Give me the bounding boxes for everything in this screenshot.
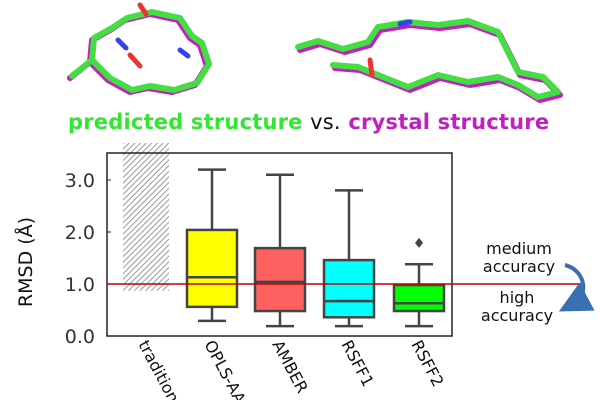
x-tick-label: OPLS-AA — [200, 337, 249, 400]
y-tick-label: 0.0 — [65, 326, 95, 348]
plot-frame — [106, 152, 453, 337]
box-traditional-hatched — [123, 143, 169, 291]
caption-vs: vs. — [310, 110, 341, 134]
box-RSFF1 — [322, 258, 376, 319]
curved-arrow-icon — [558, 263, 595, 312]
y-tick-label: 2.0 — [65, 222, 95, 244]
structure-caption: predicted structure vs. crystal structur… — [68, 110, 549, 134]
x-tick-label: RSFF1 — [337, 337, 377, 390]
molecule-left — [67, 2, 212, 95]
y-axis-label: RMSD (Å) — [14, 217, 37, 307]
outlier-RSFF2 — [415, 237, 423, 248]
x-tick-label: traditional — [134, 337, 189, 400]
label-medium-accuracy-2: accuracy — [483, 257, 555, 276]
y-tick-label: 1.0 — [65, 274, 95, 296]
label-medium-accuracy-1: medium — [486, 239, 552, 258]
molecule-right — [295, 18, 563, 103]
x-tick-label: AMBER — [268, 337, 312, 396]
caption-crystal: crystal structure — [348, 110, 550, 134]
box-AMBER — [253, 246, 307, 313]
y-tick-label: 3.0 — [65, 170, 95, 192]
box-RSFF2 — [392, 283, 446, 313]
box-OPLS-AA — [185, 228, 239, 309]
caption-predicted: predicted structure — [68, 110, 303, 134]
molecule-structures — [67, 2, 563, 103]
label-high-accuracy-1: high — [500, 288, 535, 307]
x-tick-label: RSFF2 — [407, 337, 447, 390]
label-high-accuracy-2: accuracy — [481, 306, 553, 325]
